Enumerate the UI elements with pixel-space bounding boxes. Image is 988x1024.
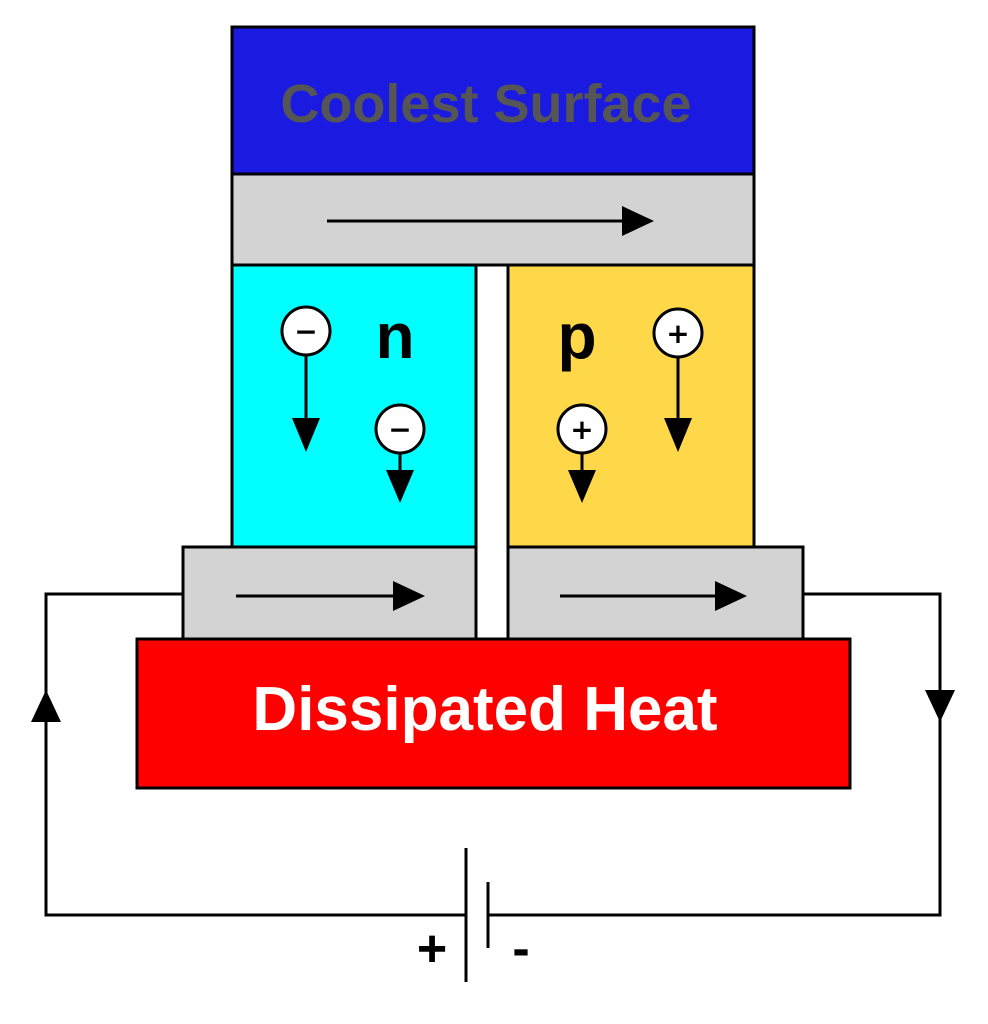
p-type-leg <box>506 263 756 549</box>
n-type-leg <box>230 263 478 549</box>
electron-symbol: − <box>388 413 411 446</box>
leg-gap <box>474 263 510 641</box>
hot-plate-label: Dissipated Heat <box>252 675 717 744</box>
bottom-right-conductor <box>506 545 805 641</box>
electron-symbol: − <box>294 315 317 348</box>
top-conductor-arrow <box>327 206 654 236</box>
electron-carrier: − <box>280 305 332 452</box>
hole-symbol: + <box>570 413 593 446</box>
bottom-right-conductor-arrow <box>560 581 747 611</box>
bottom-left-conductor-arrow <box>236 581 425 611</box>
right-current-arrow <box>925 690 955 722</box>
battery-positive-label: + <box>417 920 447 978</box>
hole-carrier: + <box>556 403 608 503</box>
p-leg-label: p <box>557 300 596 372</box>
n-leg-label: n <box>375 300 414 372</box>
hole-carrier: + <box>652 307 704 452</box>
bottom-left-conductor <box>181 545 478 641</box>
cold-plate-label: Coolest Surface <box>280 74 691 134</box>
circuit-wire <box>44 592 942 917</box>
battery <box>464 848 490 982</box>
left-current-arrow <box>31 690 61 722</box>
hole-symbol: + <box>666 317 689 350</box>
hot-plate <box>135 637 852 790</box>
electron-carrier: − <box>374 403 426 503</box>
cold-plate <box>230 25 756 176</box>
battery-negative-label: - <box>512 920 529 978</box>
